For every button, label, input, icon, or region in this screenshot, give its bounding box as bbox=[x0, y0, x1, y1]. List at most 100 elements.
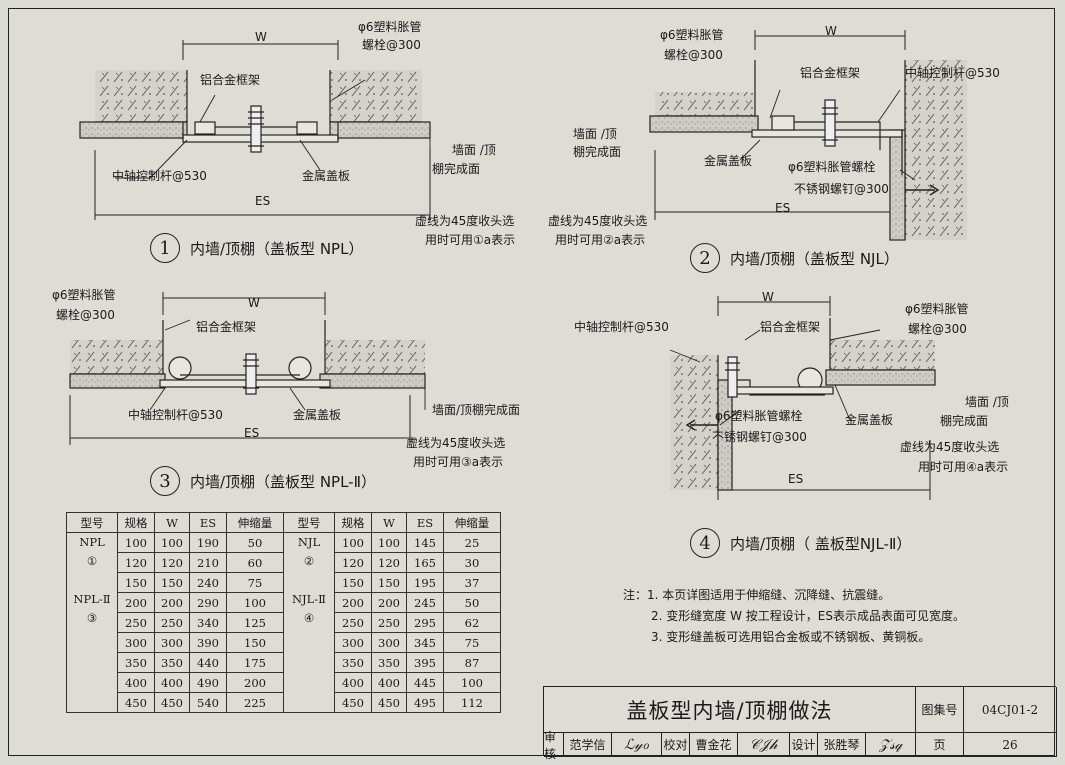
table-cell: 350 bbox=[117, 652, 155, 673]
fig1-dash-note-2: 用时可用①a表示 bbox=[425, 233, 516, 247]
table-cell: 37 bbox=[443, 572, 501, 593]
table-cell: 295 bbox=[406, 612, 444, 633]
table-cell: 450 bbox=[334, 692, 372, 713]
table-cell: 250 bbox=[334, 612, 372, 633]
note-1: 注：1. 本页详图适用于伸缩缝、沉降缝、抗震缝。 bbox=[623, 588, 891, 602]
fig3-frame-label: 铝合金框架 bbox=[196, 320, 257, 334]
table-cell: 120 bbox=[371, 552, 407, 573]
table-cell: 400 bbox=[154, 672, 190, 693]
type-line: ② bbox=[303, 554, 315, 568]
table-cell: 440 bbox=[189, 652, 227, 673]
table-cell: 400 bbox=[371, 672, 407, 693]
table-cell: 100 bbox=[371, 532, 407, 553]
fig2-anchor-label: φ6塑料胀管 bbox=[660, 28, 724, 42]
fig1-w-label: W bbox=[255, 30, 267, 44]
design-label: 设计 bbox=[790, 733, 818, 757]
fig1-finish-label-2: 棚完成面 bbox=[432, 162, 481, 176]
table-cell: 225 bbox=[226, 692, 284, 713]
type-line: NPL-Ⅱ bbox=[73, 592, 111, 606]
th-expansion-right: 伸缩量 bbox=[443, 512, 501, 533]
figure-1-title: 1 内墙/顶棚（盖板型 NPL） bbox=[150, 233, 363, 263]
fig3-dash-note-1: 虚线为45度收头选 bbox=[406, 436, 506, 450]
figure-4-number: 4 bbox=[690, 528, 720, 558]
table-cell: 300 bbox=[154, 632, 190, 653]
th-es-right: ES bbox=[406, 512, 444, 533]
sheet-title: 盖板型内墙/顶棚做法 bbox=[544, 687, 916, 733]
checker-signature: 𝒞𝒥𝒽 bbox=[738, 733, 790, 757]
fig4-w-label: W bbox=[762, 290, 774, 304]
fig1-anchor-label: φ6塑料胀管 bbox=[358, 20, 422, 34]
figure-2-caption: 内墙/顶棚（盖板型 NJL） bbox=[730, 249, 899, 268]
table-cell: 345 bbox=[406, 632, 444, 653]
fig1-frame-label: 铝合金框架 bbox=[200, 73, 261, 87]
table-cell: 50 bbox=[226, 532, 284, 553]
table-cell: 490 bbox=[189, 672, 227, 693]
fig4-es-label: ES bbox=[788, 472, 804, 486]
type-line: ④ bbox=[303, 611, 315, 625]
notes-block: 注：1. 本页详图适用于伸缩缝、沉降缝、抗震缝。 2. 变形缝宽度 W 按工程设… bbox=[623, 585, 965, 648]
fig2-es-label: ES bbox=[775, 201, 791, 215]
fig4-dash-note-2: 用时可用④a表示 bbox=[918, 460, 1009, 474]
fig1-anchor-spacing-label: 螺栓@300 bbox=[362, 38, 421, 52]
fig3-dash-note-2: 用时可用③a表示 bbox=[413, 455, 504, 469]
table-cell: 350 bbox=[334, 652, 372, 673]
th-type-left: 型号 bbox=[66, 512, 118, 533]
table-cell: 100 bbox=[117, 532, 155, 553]
table-cell: 240 bbox=[189, 572, 227, 593]
table-cell: 100 bbox=[154, 532, 190, 553]
type-line: ① bbox=[86, 554, 98, 568]
type-line bbox=[70, 571, 114, 590]
fig2-dash-note-1: 虚线为45度收头选 bbox=[548, 214, 648, 228]
table-cell: 175 bbox=[226, 652, 284, 673]
figure-1-drawing bbox=[79, 40, 431, 220]
table-cell: 150 bbox=[334, 572, 372, 593]
table-cell: 100 bbox=[334, 532, 372, 553]
fig4-bolt-label-1: φ6塑料胀管螺栓 bbox=[715, 409, 803, 423]
table-cell: 300 bbox=[334, 632, 372, 653]
table-cell: 200 bbox=[117, 592, 155, 613]
fig2-frame-label: 铝合金框架 bbox=[800, 66, 861, 80]
fig2-bolt-label-2: 不锈钢螺钉@300 bbox=[794, 182, 889, 196]
type-line: NPL bbox=[79, 535, 105, 549]
table-cell: 150 bbox=[371, 572, 407, 593]
th-w-right: W bbox=[371, 512, 407, 533]
note-3: 3. 变形缝盖板可选用铝合金板或不锈钢板、黄铜板。 bbox=[651, 630, 931, 644]
fig3-cover-label: 金属盖板 bbox=[293, 408, 342, 422]
figure-3-drawing bbox=[69, 292, 426, 445]
table-cell: 250 bbox=[154, 612, 190, 633]
reviewer-name: 范学信 bbox=[564, 733, 612, 757]
figure-1-number: 1 bbox=[150, 233, 180, 263]
fig3-anchor-spacing-label: 螺栓@300 bbox=[56, 308, 115, 322]
fig4-finish-label-1: 墙面 /顶 bbox=[965, 395, 1009, 409]
table-cell: 200 bbox=[371, 592, 407, 613]
designer-name: 张胜琴 bbox=[818, 733, 866, 757]
figure-4-caption: 内墙/顶棚（ 盖板型NJL-Ⅱ） bbox=[730, 534, 912, 553]
table-cell: 290 bbox=[189, 592, 227, 613]
table-cell: 340 bbox=[189, 612, 227, 633]
fig3-rod-label: 中轴控制杆@530 bbox=[128, 408, 223, 422]
check-label: 校对 bbox=[662, 733, 690, 757]
table-cell: 150 bbox=[117, 572, 155, 593]
table-cell: 195 bbox=[406, 572, 444, 593]
table-cell: 245 bbox=[406, 592, 444, 613]
table-cell: 300 bbox=[371, 632, 407, 653]
th-es-left: ES bbox=[189, 512, 227, 533]
th-type-right: 型号 bbox=[283, 512, 335, 533]
table-cell: 165 bbox=[406, 552, 444, 573]
fig4-cover-label: 金属盖板 bbox=[845, 413, 894, 427]
fig2-finish-label-2: 棚完成面 bbox=[573, 145, 622, 159]
figure-2-drawing bbox=[649, 30, 967, 241]
table-cell: 250 bbox=[117, 612, 155, 633]
table-cell: 75 bbox=[226, 572, 284, 593]
type-line: ③ bbox=[86, 611, 98, 625]
fig2-bolt-label-1: φ6塑料胀管螺栓 bbox=[788, 160, 876, 174]
type-line: NJL bbox=[297, 535, 321, 549]
table-cell: 150 bbox=[154, 572, 190, 593]
table-cell: 350 bbox=[371, 652, 407, 673]
th-expansion-left: 伸缩量 bbox=[226, 512, 284, 533]
